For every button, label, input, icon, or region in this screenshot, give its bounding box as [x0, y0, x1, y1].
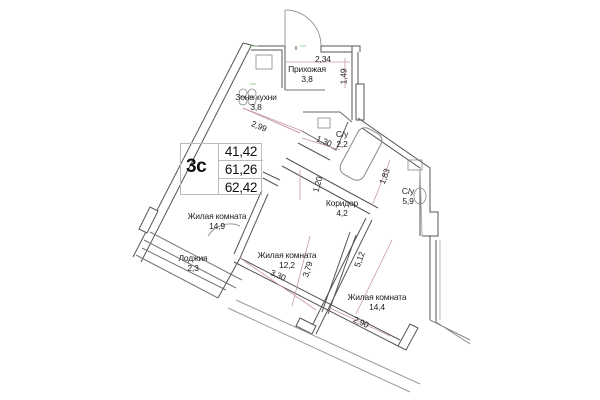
room-name: Лоджия [178, 253, 208, 263]
room-area: 2,3 [187, 263, 199, 273]
room-name: С/у [401, 186, 415, 196]
apartment-type: 3с [186, 156, 207, 177]
room-hallway: Прихожая 3,8 [288, 64, 326, 84]
area-table: 41,42 61,26 62,42 [218, 143, 263, 195]
room-name: Прихожая [288, 64, 326, 74]
room-name: Жилая комната [347, 292, 407, 302]
total-area: 61,26 [219, 161, 263, 179]
room-name: Жилая комната [187, 211, 247, 221]
dim-hall-depth: 1,49 [338, 68, 349, 85]
room-area: 12,2 [279, 260, 295, 270]
room-area: 3,8 [301, 74, 313, 84]
room-living-1: Жилая комната 14,9 [188, 211, 247, 231]
room-kitchen: Зона кухни 3,8 [235, 92, 277, 112]
info-frame [180, 143, 262, 195]
room-loggia: Лоджия 2,3 [179, 253, 208, 273]
room-area: 2,2 [336, 139, 348, 149]
room-name: С/у [335, 129, 349, 139]
dim-hall-width: 2,34 [315, 54, 331, 64]
total-area-with-loggia: 62,42 [224, 180, 258, 195]
room-name: Коридор [325, 198, 359, 208]
room-bathroom-1: С/у 2,2 [336, 129, 348, 149]
room-area: 14,4 [369, 302, 385, 312]
room-corridor: Коридор 4,2 [326, 198, 358, 218]
room-bathroom-2: С/у 5,9 [402, 186, 414, 206]
room-living-3: Жилая комната 14,4 [348, 292, 407, 312]
room-area: 4,2 [336, 208, 348, 218]
room-area: 3,8 [250, 102, 262, 112]
room-name: Жилая комната [257, 250, 317, 260]
room-name: Зона кухни [235, 92, 277, 102]
room-living-2: Жилая комната 12,2 [258, 250, 317, 270]
room-area: 5,9 [402, 196, 414, 206]
apartment-info-box: 3с 41,42 61,26 62,42 [180, 143, 263, 195]
living-area: 41,42 [219, 143, 263, 161]
room-area: 14,9 [209, 221, 225, 231]
